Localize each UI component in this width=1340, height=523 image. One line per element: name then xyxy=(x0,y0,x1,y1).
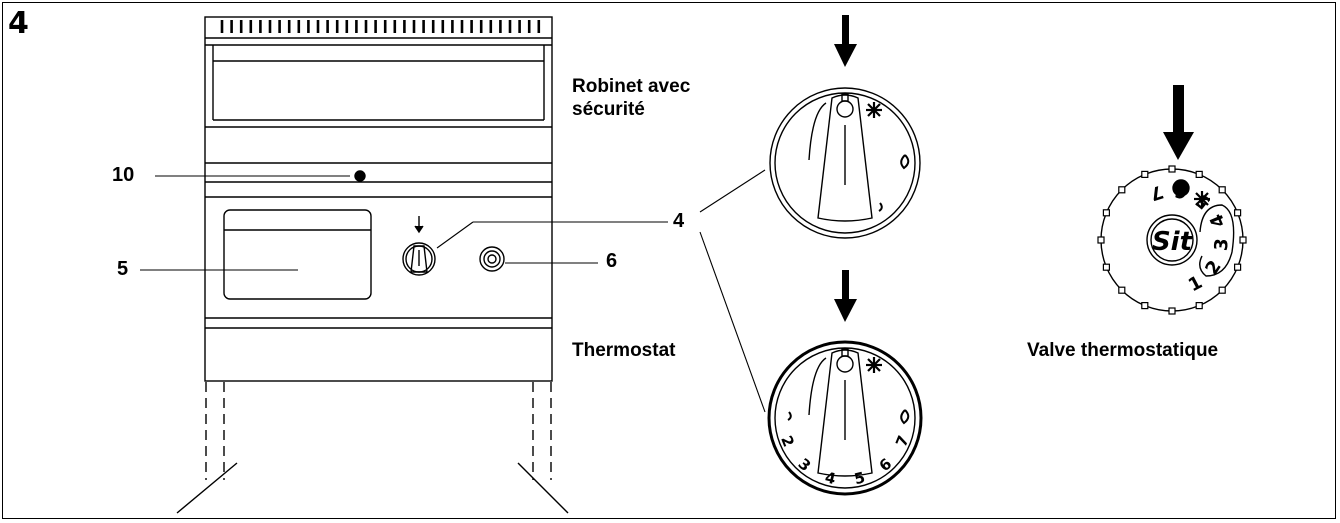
spark-icon xyxy=(866,357,882,373)
dial-number: 4 xyxy=(1206,211,1230,231)
valve-tick xyxy=(1239,236,1247,244)
valve-tick xyxy=(1118,186,1126,194)
leader-lines xyxy=(140,169,766,413)
caption-thermostat: Thermostat xyxy=(572,340,676,361)
small-flame-icon xyxy=(787,411,792,421)
valve-tick xyxy=(1168,165,1176,173)
valve-tick xyxy=(1141,302,1149,310)
valve-tick xyxy=(1195,170,1203,178)
callout-4: 4 xyxy=(673,210,685,232)
valve-tick xyxy=(1168,307,1176,315)
valve-tick xyxy=(1233,263,1242,271)
appliance-knob xyxy=(402,242,436,276)
safety-valve-knob xyxy=(769,87,921,239)
dial-number: 1 xyxy=(1185,272,1206,296)
valve-tick xyxy=(1141,170,1149,178)
arrow-down-icon xyxy=(834,15,857,67)
dial-number: 3 xyxy=(795,455,815,475)
dial-number: 5 xyxy=(1192,189,1215,213)
caption-valve: Valve thermostatique xyxy=(1027,340,1219,361)
dial-number: 7 xyxy=(892,433,913,449)
arrow-down-icon xyxy=(414,216,424,234)
caption-robinet-line1: Robinet avec xyxy=(572,76,691,97)
valve-tick xyxy=(1102,263,1111,271)
arrow-down-icon xyxy=(834,270,857,322)
valve-tick xyxy=(1233,209,1242,217)
drawer xyxy=(223,209,372,300)
dial-number: 6 xyxy=(1173,179,1189,202)
dial-number: 7 xyxy=(1147,180,1165,204)
callout-6: 6 xyxy=(606,250,618,272)
appliance-cabinet xyxy=(204,16,553,382)
valve-tick xyxy=(1102,209,1111,217)
thermostat-knob xyxy=(767,340,923,496)
valve-tick xyxy=(1118,286,1126,294)
appliance-top-vent xyxy=(220,20,541,33)
spark-icon xyxy=(1194,191,1210,207)
figure-number: 4 xyxy=(8,6,29,41)
appliance-unit xyxy=(176,16,569,514)
dial-number: 3 xyxy=(1211,237,1233,251)
caption-robinet: Robinet avec sécurité xyxy=(572,75,690,121)
indicator-dot xyxy=(354,170,366,182)
spark-icon xyxy=(866,102,882,118)
dial-number: 2 xyxy=(777,433,798,449)
valve-tick xyxy=(1218,186,1226,194)
valve-tick xyxy=(1195,302,1203,310)
sit-logo: Sit xyxy=(1152,227,1194,257)
large-flame-icon xyxy=(900,409,910,425)
valve-tick xyxy=(1097,236,1105,244)
thermostatic-valve-dial xyxy=(1097,165,1247,315)
appliance-legs xyxy=(205,382,552,480)
pilot-dot xyxy=(1172,179,1190,197)
ignition-button xyxy=(479,246,505,272)
valve-tick xyxy=(1218,286,1226,294)
dial-number: 6 xyxy=(876,455,896,475)
arrow-down-icon xyxy=(1163,85,1194,160)
small-flame-icon xyxy=(878,202,883,212)
dial-number: 5 xyxy=(852,468,866,488)
caption-robinet-line2: sécurité xyxy=(572,99,645,120)
callout-10: 10 xyxy=(112,164,135,186)
callout-5: 5 xyxy=(117,258,129,280)
large-flame-icon xyxy=(900,154,910,170)
dial-number: 4 xyxy=(823,468,837,488)
